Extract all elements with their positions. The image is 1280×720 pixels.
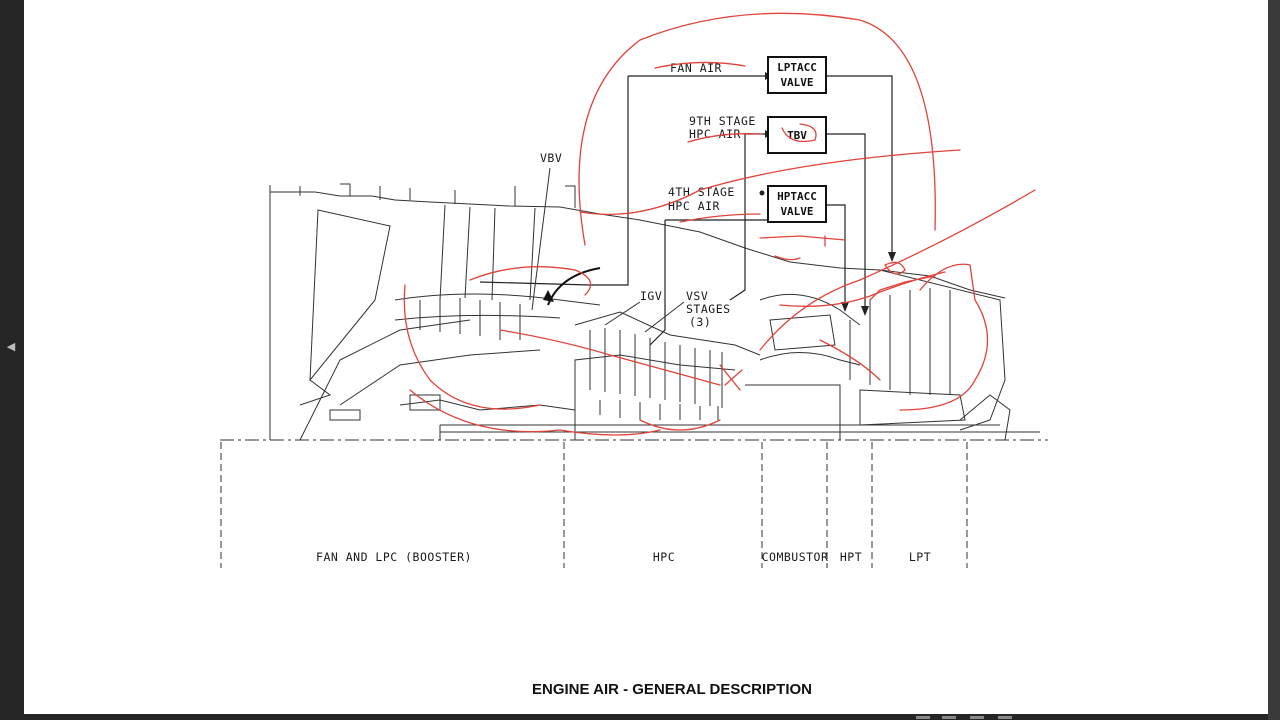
combustor-liner [759,293,861,366]
prev-page-arrow-icon[interactable]: ◀ [6,341,16,353]
hptacc-label-2: VALVE [780,205,813,218]
toolbar-button[interactable] [916,716,930,719]
document-caption: ENGINE AIR - GENERAL DESCRIPTION [531,681,813,698]
vsv-leader [644,301,685,333]
right-scroll-bar[interactable] [1268,0,1280,720]
section-label-lpt: LPT [909,550,931,564]
fan-frame-strut [299,319,541,441]
section-label-fan-lpc: FAN AND LPC (BOOSTER) [316,550,472,564]
section-label-hpc: HPC [653,550,675,564]
hptacc-label-1: HPTACC [777,190,817,203]
exhaust-cone [959,394,1011,441]
lpt-casing [879,269,1006,431]
vsv-label-1: VSV [686,289,708,303]
combustor-case [745,384,841,440]
fan-blade-root [299,379,332,406]
core-shaft [440,424,1040,433]
toolbar-button[interactable] [970,716,984,719]
hpc-disks [599,400,719,420]
hptacc-valve-box [767,185,827,223]
toolbar-button[interactable] [998,716,1012,719]
fan-struts [439,204,536,301]
engine-air-diagram: FAN AND LPC (BOOSTER) HPC COMBUSTOR HPT … [220,12,1048,568]
lptacc-label-2: VALVE [780,76,813,89]
handwritten-annotations [403,12,1036,436]
hpc-casing [574,311,761,356]
vsv-label-2: STAGES [686,302,731,316]
lptacc-label-1: LPTACC [777,61,817,74]
fan-blade [309,209,391,382]
fan-case-flanges [299,183,576,208]
lptacc-valve-box [767,56,827,94]
bleed-arrow-head [543,290,554,302]
vsv-label-3: (3) [689,315,711,329]
turbine-frame [859,389,966,426]
section-label-combustor: COMBUSTOR [762,550,829,564]
stage4-label-1: 4TH STAGE [668,185,735,199]
turbine-blades [849,288,951,395]
combustor-body [769,314,836,351]
booster-duct [394,293,601,321]
igv-label: IGV [640,289,662,303]
stage9-label-2: HPC AIR [689,127,741,141]
fan-air-label: FAN AIR [670,61,722,75]
document-page: FAN AND LPC (BOOSTER) HPC COMBUSTOR HPT … [24,0,1268,714]
booster-blades [419,298,521,340]
igv-leader [604,301,641,326]
toolbar-button[interactable] [942,716,956,719]
fan-case-outline [269,185,1006,440]
stage4-label-2: HPC AIR [668,199,720,213]
vbv-leader [531,167,551,311]
engine-cross-section [269,183,1040,441]
accessory-detail [329,394,441,421]
viewer-toolbar [912,714,1022,720]
stage9-label-1: 9TH STAGE [689,114,756,128]
section-dividers [220,442,968,568]
bottom-housing [399,399,576,440]
section-label-hpt: HPT [840,550,862,564]
vbv-label: VBV [540,151,562,165]
tbv-label: TBV [787,129,807,142]
